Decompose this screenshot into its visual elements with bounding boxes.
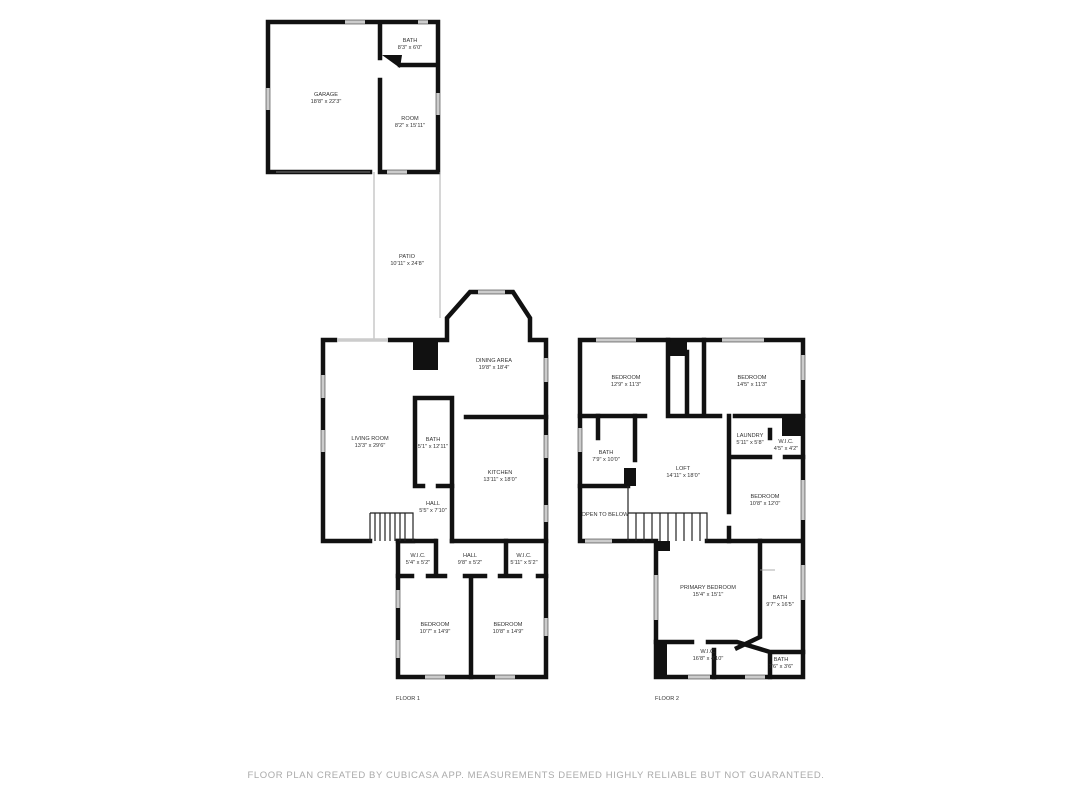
svg-text:5'4" x 5'2": 5'4" x 5'2" (406, 560, 430, 566)
svg-text:BATH: BATH (599, 450, 614, 456)
floor-2-walls (577, 337, 806, 680)
room-wic: W.I.C.5'11" x 5'2" (510, 553, 537, 566)
svg-text:PATIO: PATIO (399, 254, 416, 260)
svg-text:BEDROOM: BEDROOM (738, 375, 767, 381)
svg-text:5'11" x 5'8": 5'11" x 5'8" (736, 440, 763, 446)
svg-text:7'9" x 10'0": 7'9" x 10'0" (592, 457, 620, 463)
svg-text:KITCHEN: KITCHEN (488, 470, 513, 476)
svg-text:5'11" x 5'2": 5'11" x 5'2" (510, 560, 537, 566)
floor-2-label: FLOOR 2 (655, 696, 679, 702)
svg-text:9'7" x 16'5": 9'7" x 16'5" (766, 602, 794, 608)
svg-text:BEDROOM: BEDROOM (421, 622, 450, 628)
svg-text:14'5" x 11'3": 14'5" x 11'3" (737, 382, 767, 388)
garage-building (265, 19, 441, 175)
svg-text:18'8" x 22'3": 18'8" x 22'3" (311, 99, 342, 105)
room-wic: W.I.C.5'4" x 5'2" (406, 553, 430, 566)
svg-text:LAUNDRY: LAUNDRY (737, 433, 764, 439)
open-to-below-label: OPEN TO BELOW (582, 512, 629, 518)
svg-text:W.I.C.: W.I.C. (700, 649, 716, 655)
floor-1-walls (320, 289, 549, 680)
svg-text:10'7" x 14'9": 10'7" x 14'9" (420, 629, 451, 635)
svg-text:8'2" x 15'11": 8'2" x 15'11" (395, 123, 425, 129)
svg-text:ROOM: ROOM (401, 116, 419, 122)
svg-text:19'8" x 18'4": 19'8" x 18'4" (479, 365, 510, 371)
svg-text:GARAGE: GARAGE (314, 92, 338, 98)
patio-outline (373, 172, 441, 340)
svg-text:5'1" x 12'11": 5'1" x 12'11" (418, 444, 448, 450)
svg-text:BATH: BATH (403, 38, 418, 44)
svg-text:9'8" x 5'2": 9'8" x 5'2" (458, 560, 482, 566)
svg-text:8'3" x 6'0": 8'3" x 6'0" (398, 45, 422, 51)
svg-text:5'5" x 7'10": 5'5" x 7'10" (419, 508, 447, 514)
svg-text:BATH: BATH (774, 657, 789, 663)
svg-text:HALL: HALL (426, 501, 440, 507)
room-wic: W.I.C.4'5" x 4'2" (774, 439, 798, 452)
svg-text:W.I.C.: W.I.C. (516, 553, 532, 559)
chimney (382, 55, 402, 68)
svg-text:W.I.C.: W.I.C. (410, 553, 426, 559)
svg-text:LIVING ROOM: LIVING ROOM (351, 436, 389, 442)
svg-text:DINING AREA: DINING AREA (476, 358, 512, 364)
svg-text:4'5" x 4'2": 4'5" x 4'2" (774, 446, 798, 452)
svg-text:LOFT: LOFT (676, 466, 691, 472)
svg-text:PRIMARY BEDROOM: PRIMARY BEDROOM (680, 585, 736, 591)
svg-text:14'11" x 18'0": 14'11" x 18'0" (666, 473, 699, 479)
svg-text:HALL: HALL (463, 553, 477, 559)
footer-disclaimer: FLOOR PLAN CREATED BY CUBICASA APP. MEAS… (247, 770, 824, 781)
svg-text:16'8" x 4'10": 16'8" x 4'10" (693, 656, 724, 662)
svg-text:10'8" x 12'0": 10'8" x 12'0" (750, 501, 781, 507)
svg-text:7'6" x 3'6": 7'6" x 3'6" (769, 664, 793, 670)
svg-text:15'4" x 15'1": 15'4" x 15'1" (693, 592, 724, 598)
svg-text:10'11" x 24'8": 10'11" x 24'8" (390, 261, 423, 267)
svg-text:13'11" x 18'0": 13'11" x 18'0" (483, 477, 516, 483)
svg-text:13'3" x 29'6": 13'3" x 29'6" (355, 443, 386, 449)
room-wic: W.I.C.16'8" x 4'10" (693, 649, 724, 662)
svg-text:BATH: BATH (426, 437, 441, 443)
svg-text:BEDROOM: BEDROOM (494, 622, 523, 628)
svg-text:10'8" x 14'9": 10'8" x 14'9" (493, 629, 524, 635)
svg-text:BATH: BATH (773, 595, 788, 601)
floor-1-label: FLOOR 1 (396, 696, 420, 702)
svg-text:12'9" x 11'3": 12'9" x 11'3" (611, 382, 641, 388)
svg-text:W.I.C.: W.I.C. (778, 439, 794, 445)
svg-text:BEDROOM: BEDROOM (751, 494, 780, 500)
svg-text:BEDROOM: BEDROOM (612, 375, 641, 381)
